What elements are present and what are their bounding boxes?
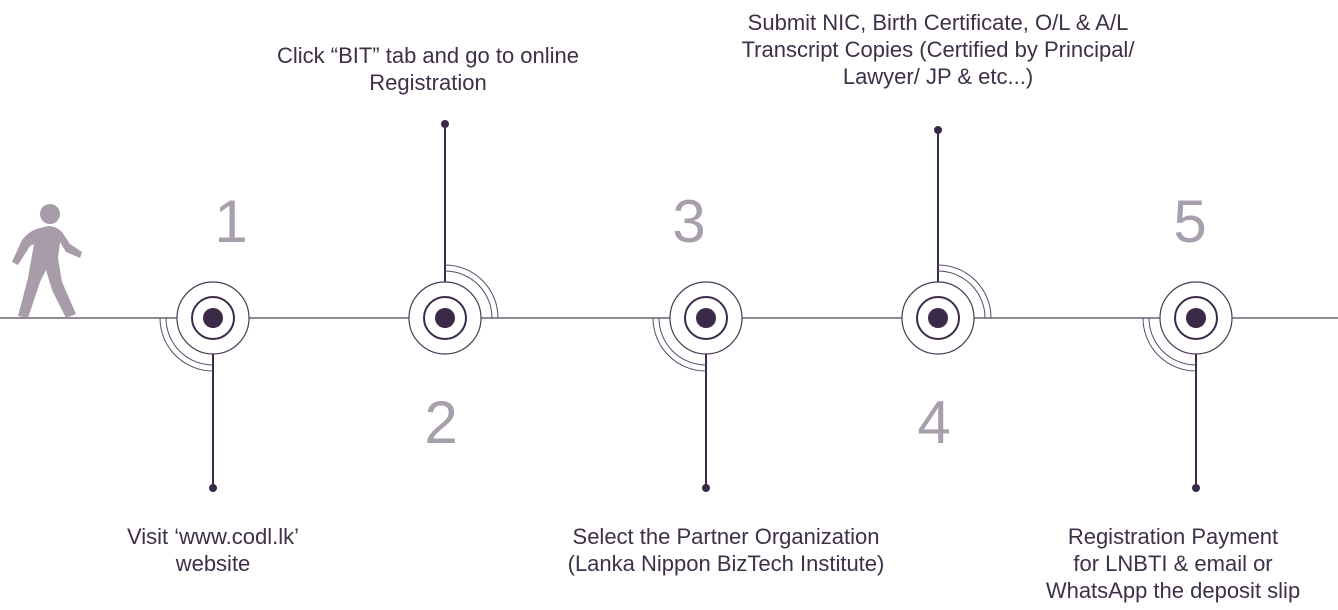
- step-label-2: Click “BIT” tab and go to online Registr…: [218, 42, 638, 96]
- step-number-4: 4: [917, 389, 951, 456]
- step-number-5: 5: [1173, 188, 1207, 255]
- step-label-2-line1: Click “BIT” tab and go to online: [276, 43, 580, 68]
- step-number-2: 2: [424, 389, 458, 456]
- step-number-1: 1: [214, 188, 248, 255]
- step-label-5-line1: Registration Payment: [1067, 524, 1279, 549]
- step-label-3-line2: (Lanka Nippon BizTech Institute): [567, 551, 885, 576]
- step-label-5-line3: WhatsApp the deposit slip: [1045, 578, 1301, 603]
- step-label-4-line2: Transcript Copies (Certified by Principa…: [741, 37, 1135, 62]
- step-label-3-line1: Select the Partner Organization: [572, 524, 880, 549]
- walking-person-icon: [12, 204, 82, 318]
- step-label-4: Submit NIC, Birth Certificate, O/L & A/L…: [698, 9, 1178, 90]
- step-label-2-line2: Registration: [369, 70, 487, 95]
- step-label-1-line2: website: [175, 551, 251, 576]
- step-number-3: 3: [672, 188, 706, 255]
- step-label-1-line1: Visit ‘www.codl.lk’: [127, 524, 299, 549]
- step-label-3: Select the Partner Organization (Lanka N…: [506, 523, 946, 577]
- step-node-3: [652, 281, 743, 492]
- step-node-2: [408, 120, 499, 355]
- step-label-5-line2: for LNBTI & email or: [1073, 551, 1273, 576]
- step-label-1: Visit ‘www.codl.lk’ website: [83, 523, 343, 577]
- step-label-4-line3: Lawyer/ JP & etc...): [842, 64, 1034, 89]
- step-node-5: [1142, 281, 1233, 492]
- step-label-4-line1: Submit NIC, Birth Certificate, O/L & A/L: [747, 10, 1129, 35]
- step-label-5: Registration Payment for LNBTI & email o…: [1018, 523, 1328, 604]
- step-node-4: [901, 126, 992, 355]
- step-node-1: [159, 281, 250, 492]
